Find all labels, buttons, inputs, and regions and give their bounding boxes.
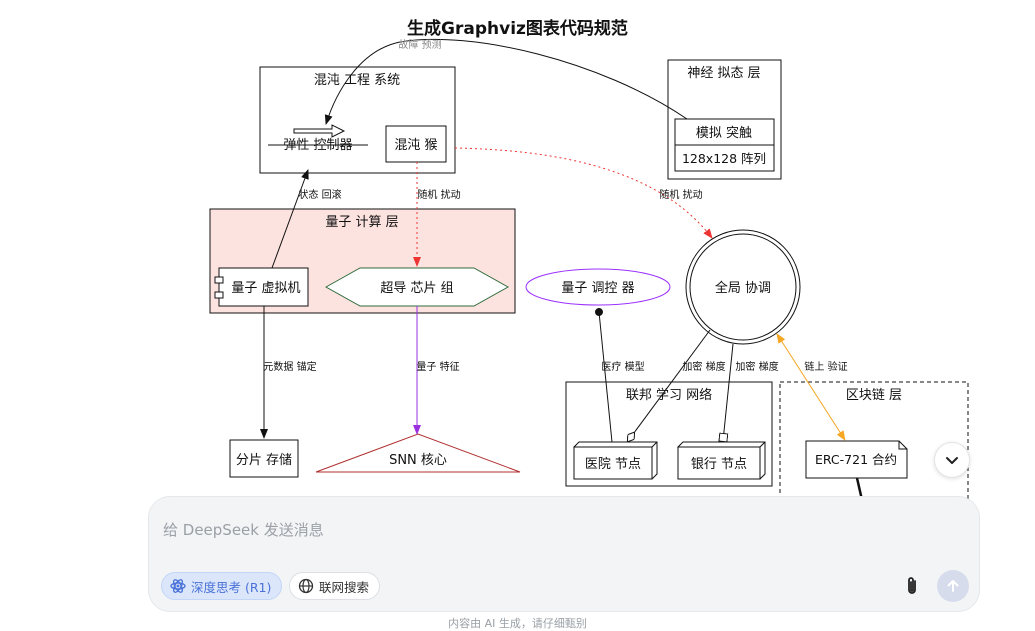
node-erc721-contract: ERC-721 合约 bbox=[805, 440, 908, 479]
paperclip-icon bbox=[908, 577, 916, 594]
svg-text:随机 扰动: 随机 扰动 bbox=[659, 188, 702, 201]
svg-text:量子 特征: 量子 特征 bbox=[416, 361, 459, 373]
edge-fault-prediction: 故障 预测 bbox=[324, 38, 688, 125]
page-title: 生成Graphviz图表代码规范 bbox=[407, 19, 628, 39]
node-bank: 银行 节点 bbox=[677, 441, 766, 480]
message-input[interactable] bbox=[161, 509, 865, 551]
edge-random-perturb-global: 随机 扰动 bbox=[454, 147, 713, 239]
array-128-label: 128x128 阵列 bbox=[682, 151, 766, 166]
attach-button[interactable] bbox=[897, 571, 927, 601]
send-button[interactable] bbox=[937, 570, 969, 602]
node-global-coordination: 全局 协调 bbox=[685, 229, 801, 345]
edge-random-perturb-chip: 随机 扰动 bbox=[413, 162, 461, 267]
cluster-label: 区块链 层 bbox=[846, 388, 902, 403]
cluster-label: 联邦 学习 网络 bbox=[626, 387, 712, 403]
edge-metadata-anchor: 元数据 锚定 bbox=[260, 306, 317, 439]
svg-text:银行 节点: 银行 节点 bbox=[691, 457, 747, 472]
svg-text:状态 回滚: 状态 回滚 bbox=[298, 188, 341, 201]
chevron-down-icon bbox=[946, 457, 958, 464]
node-quantum-vm: 量子 虚拟机 bbox=[214, 267, 309, 307]
svg-text:故障 预测: 故障 预测 bbox=[398, 38, 441, 51]
cluster-label: 混沌 工程 系统 bbox=[314, 73, 400, 88]
node-shard-storage: 分片 存储 bbox=[229, 439, 299, 478]
cluster-label: 神经 拟态 层 bbox=[687, 66, 760, 81]
svg-text:加密 梯度: 加密 梯度 bbox=[682, 360, 725, 373]
node-neuro-record: 模拟 突触 128x128 阵列 bbox=[674, 118, 775, 172]
svg-text:加密 梯度: 加密 梯度 bbox=[735, 360, 778, 373]
svg-text:ERC-721 合约: ERC-721 合约 bbox=[815, 452, 897, 467]
node-hospital: 医院 节点 bbox=[573, 441, 658, 480]
edge-encrypted-gradient-hospital: 加密 梯度 bbox=[628, 329, 726, 441]
svg-text:分片 存储: 分片 存储 bbox=[236, 453, 292, 468]
node-chaos-monkey: 混沌 猴 bbox=[385, 125, 447, 163]
deepthink-label: 深度思考 (R1) bbox=[191, 579, 272, 595]
web-search-toggle-button[interactable]: 联网搜索 bbox=[289, 572, 381, 600]
svg-text:医疗 模型: 医疗 模型 bbox=[601, 360, 644, 373]
cluster-chaos-engineering: 混沌 工程 系统 bbox=[259, 66, 456, 174]
svg-text:全局 协调: 全局 协调 bbox=[715, 280, 771, 296]
edge-quantum-feature: 量子 特征 bbox=[413, 306, 460, 435]
node-superconducting-chip: 超导 芯片 组 bbox=[324, 267, 510, 307]
svg-text:链上 验证: 链上 验证 bbox=[804, 360, 847, 373]
deepthink-toggle-button[interactable]: 深度思考 (R1) bbox=[161, 572, 283, 600]
edge-encrypted-gradient-bank: 加密 梯度 bbox=[718, 343, 779, 443]
svg-text:随机 扰动: 随机 扰动 bbox=[417, 188, 460, 201]
svg-text:量子 虚拟机: 量子 虚拟机 bbox=[231, 281, 300, 296]
svg-text:SNN 核心: SNN 核心 bbox=[389, 453, 447, 468]
svg-text:医院 节点: 医院 节点 bbox=[585, 457, 641, 472]
simulated-synapse-label: 模拟 突触 bbox=[696, 125, 752, 141]
svg-text:超导 芯片 组: 超导 芯片 组 bbox=[380, 281, 453, 296]
svg-text:混沌 猴: 混沌 猴 bbox=[394, 138, 437, 153]
edge-medical-model: 医疗 模型 bbox=[595, 308, 645, 443]
node-quantum-regulator: 量子 调控 器 bbox=[525, 268, 671, 306]
scroll-down-button[interactable] bbox=[934, 442, 970, 478]
globe-icon bbox=[298, 578, 314, 594]
ai-disclaimer: 内容由 AI 生成，请仔细甄别 bbox=[448, 617, 587, 630]
svg-text:量子 调控 器: 量子 调控 器 bbox=[561, 281, 634, 296]
message-composer: 深度思考 (R1) 联网搜索 bbox=[148, 496, 980, 612]
atom-icon bbox=[170, 579, 186, 593]
edge-onchain-verify: 链上 验证 bbox=[776, 333, 848, 441]
node-snn-core: SNN 核心 bbox=[315, 433, 521, 473]
cluster-label: 量子 计算 层 bbox=[325, 215, 398, 230]
svg-text:元数据 锚定: 元数据 锚定 bbox=[263, 360, 316, 373]
edge-state-rollback: 状态 回滚 bbox=[271, 169, 342, 269]
web-search-label: 联网搜索 bbox=[319, 579, 370, 595]
arrow-up-icon bbox=[947, 580, 959, 592]
